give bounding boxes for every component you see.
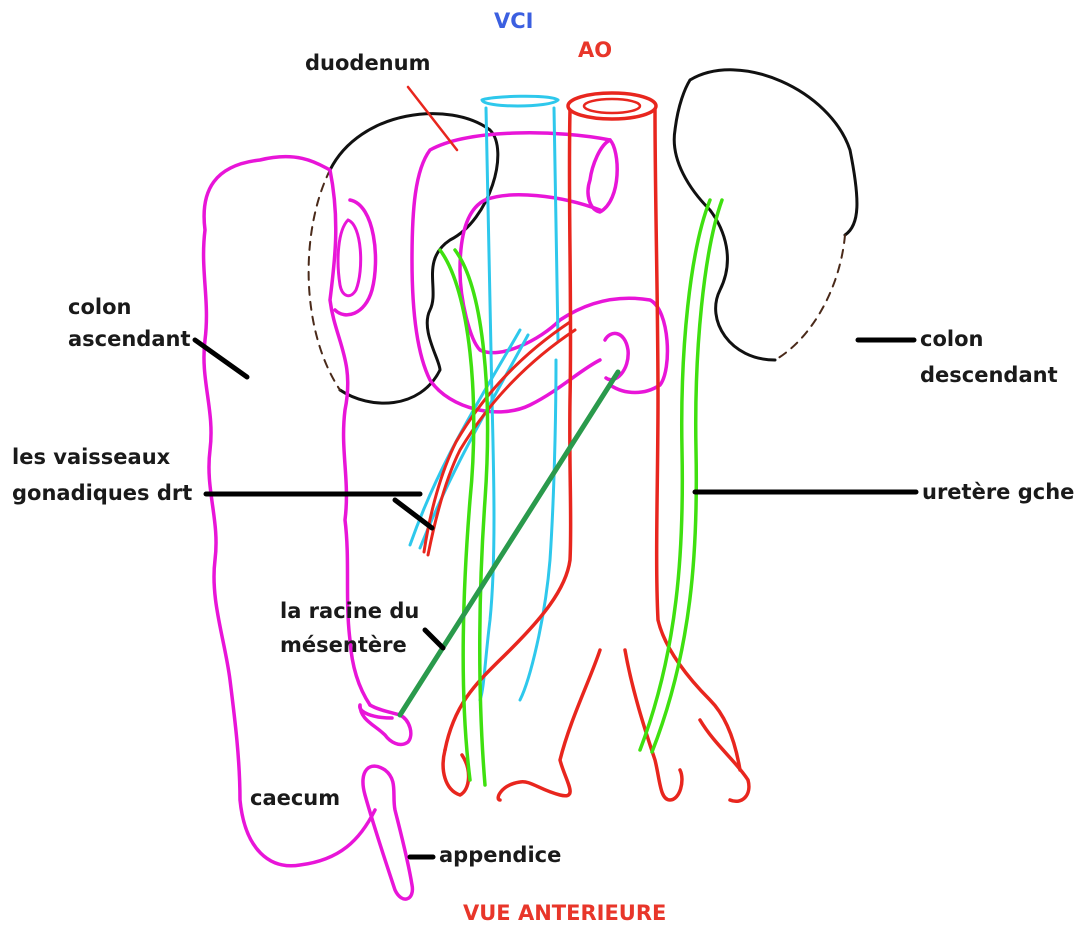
label-ao: AO <box>578 34 612 66</box>
leader-racine <box>425 630 443 648</box>
duodenum-pointer <box>408 87 457 150</box>
label-uretere: uretère gche <box>922 476 1074 508</box>
ascending-colon-cut-outer <box>335 200 376 315</box>
aorta-cut-lumen <box>584 99 640 113</box>
mesentery-root <box>400 372 618 715</box>
label-appendice: appendice <box>439 839 561 871</box>
label-colon-ascendant-1: colon <box>68 291 131 323</box>
ascending-colon <box>204 157 375 866</box>
right-kidney <box>330 114 498 404</box>
label-vue-anterieure: VUE ANTERIEURE <box>463 897 666 929</box>
appendix <box>363 766 412 899</box>
label-vaisseaux-1: les vaisseaux <box>12 441 170 473</box>
duodenum-cut-top <box>588 140 617 212</box>
label-vaisseaux-2: gonadiques drt <box>12 477 192 509</box>
label-vci: VCI <box>494 5 533 37</box>
label-colon-descendant-1: colon <box>920 323 983 355</box>
label-duodenum: duodenum <box>305 47 430 79</box>
right-ureter <box>440 250 487 785</box>
duodenum <box>412 133 667 412</box>
label-colon-ascendant-2: ascendant <box>68 323 191 355</box>
label-caecum: caecum <box>250 782 340 814</box>
label-racine-1: la racine du <box>280 595 419 627</box>
left-kidney-hidden-edge <box>775 235 845 360</box>
label-colon-descendant-2: descendant <box>920 359 1058 391</box>
aorta-cut-section <box>568 93 656 119</box>
ascending-colon-cut-inner <box>338 220 361 296</box>
label-racine-2: mésentère <box>280 629 407 661</box>
